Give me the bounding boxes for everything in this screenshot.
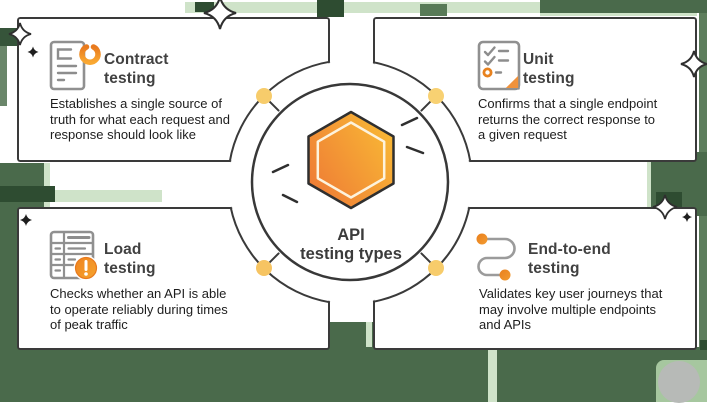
background-block — [330, 322, 373, 350]
table-warning-icon — [49, 230, 99, 281]
background-block — [540, 0, 707, 13]
background-block — [420, 4, 447, 16]
background-block — [0, 186, 55, 202]
center-title-line1: API — [337, 226, 365, 244]
background-block — [195, 2, 214, 12]
gray-circle-badge — [658, 361, 700, 403]
background-block — [55, 190, 162, 202]
background-block — [317, 0, 344, 17]
background-block — [0, 46, 7, 106]
checklist-icon — [477, 40, 521, 91]
background-block — [488, 347, 497, 402]
document-wrench-icon — [49, 40, 101, 92]
background-block — [366, 322, 372, 350]
journey-path-icon — [476, 233, 516, 281]
background-block — [700, 340, 707, 350]
background-bottom-band — [0, 347, 707, 402]
background-block — [540, 13, 697, 16]
background-block — [0, 28, 17, 46]
background-block — [647, 152, 652, 216]
